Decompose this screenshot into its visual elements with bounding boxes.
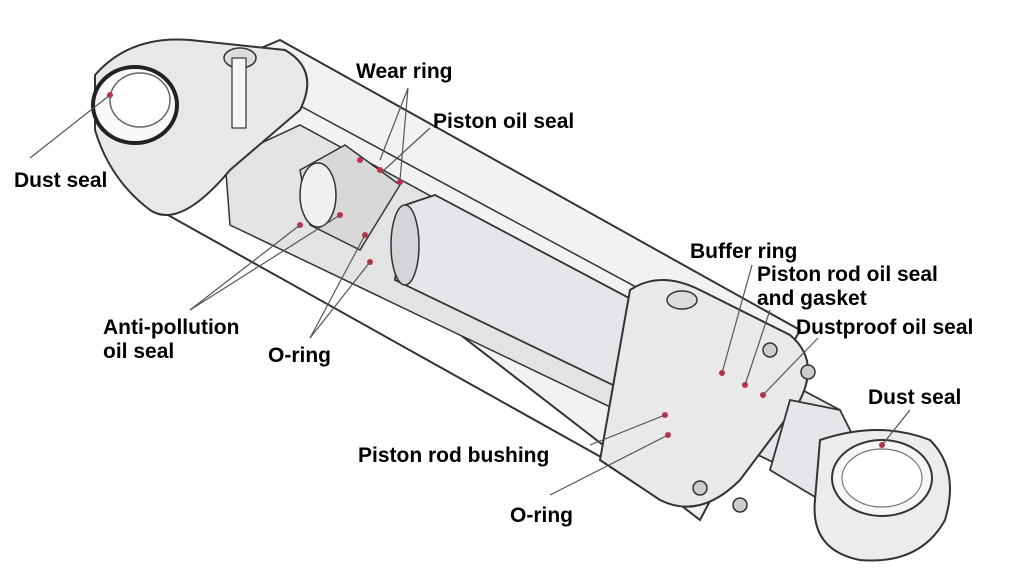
label-piston-oil-seal: Piston oil seal [433, 110, 575, 133]
label-anti-pollution-line1: Anti-pollution [103, 316, 240, 339]
gland-bolt [732, 497, 748, 513]
label-o-ring-left: O-ring [268, 344, 331, 367]
label-piston-rod-oil-seal-line2: and gasket [757, 287, 867, 310]
piston-face [299, 162, 337, 228]
gland-bolt [762, 342, 778, 358]
label-dust-seal-left: Dust seal [14, 169, 108, 192]
rear-eye-inner [109, 72, 171, 128]
label-piston-rod-bushing: Piston rod bushing [358, 444, 550, 467]
gland-bolt [692, 480, 708, 496]
label-anti-pollution-line2: oil seal [103, 340, 175, 363]
label-o-ring-bottom: O-ring [510, 504, 573, 527]
label-dust-seal-right: Dust seal [868, 386, 962, 409]
front-oil-port [666, 290, 698, 310]
label-dustproof-oil-seal: Dustproof oil seal [796, 316, 974, 339]
barrel-lower-edge [149, 204, 661, 491]
label-piston-rod-oil-seal-line1: Piston rod oil seal [757, 263, 938, 286]
label-wear-ring: Wear ring [356, 60, 453, 83]
rod-end-shadow [390, 204, 420, 286]
leader-lines [29, 87, 911, 496]
rod-eye-inner [841, 448, 923, 508]
rear-port-channel [231, 57, 247, 129]
label-buffer-ring: Buffer ring [690, 240, 798, 263]
gland-bolt [800, 364, 816, 380]
